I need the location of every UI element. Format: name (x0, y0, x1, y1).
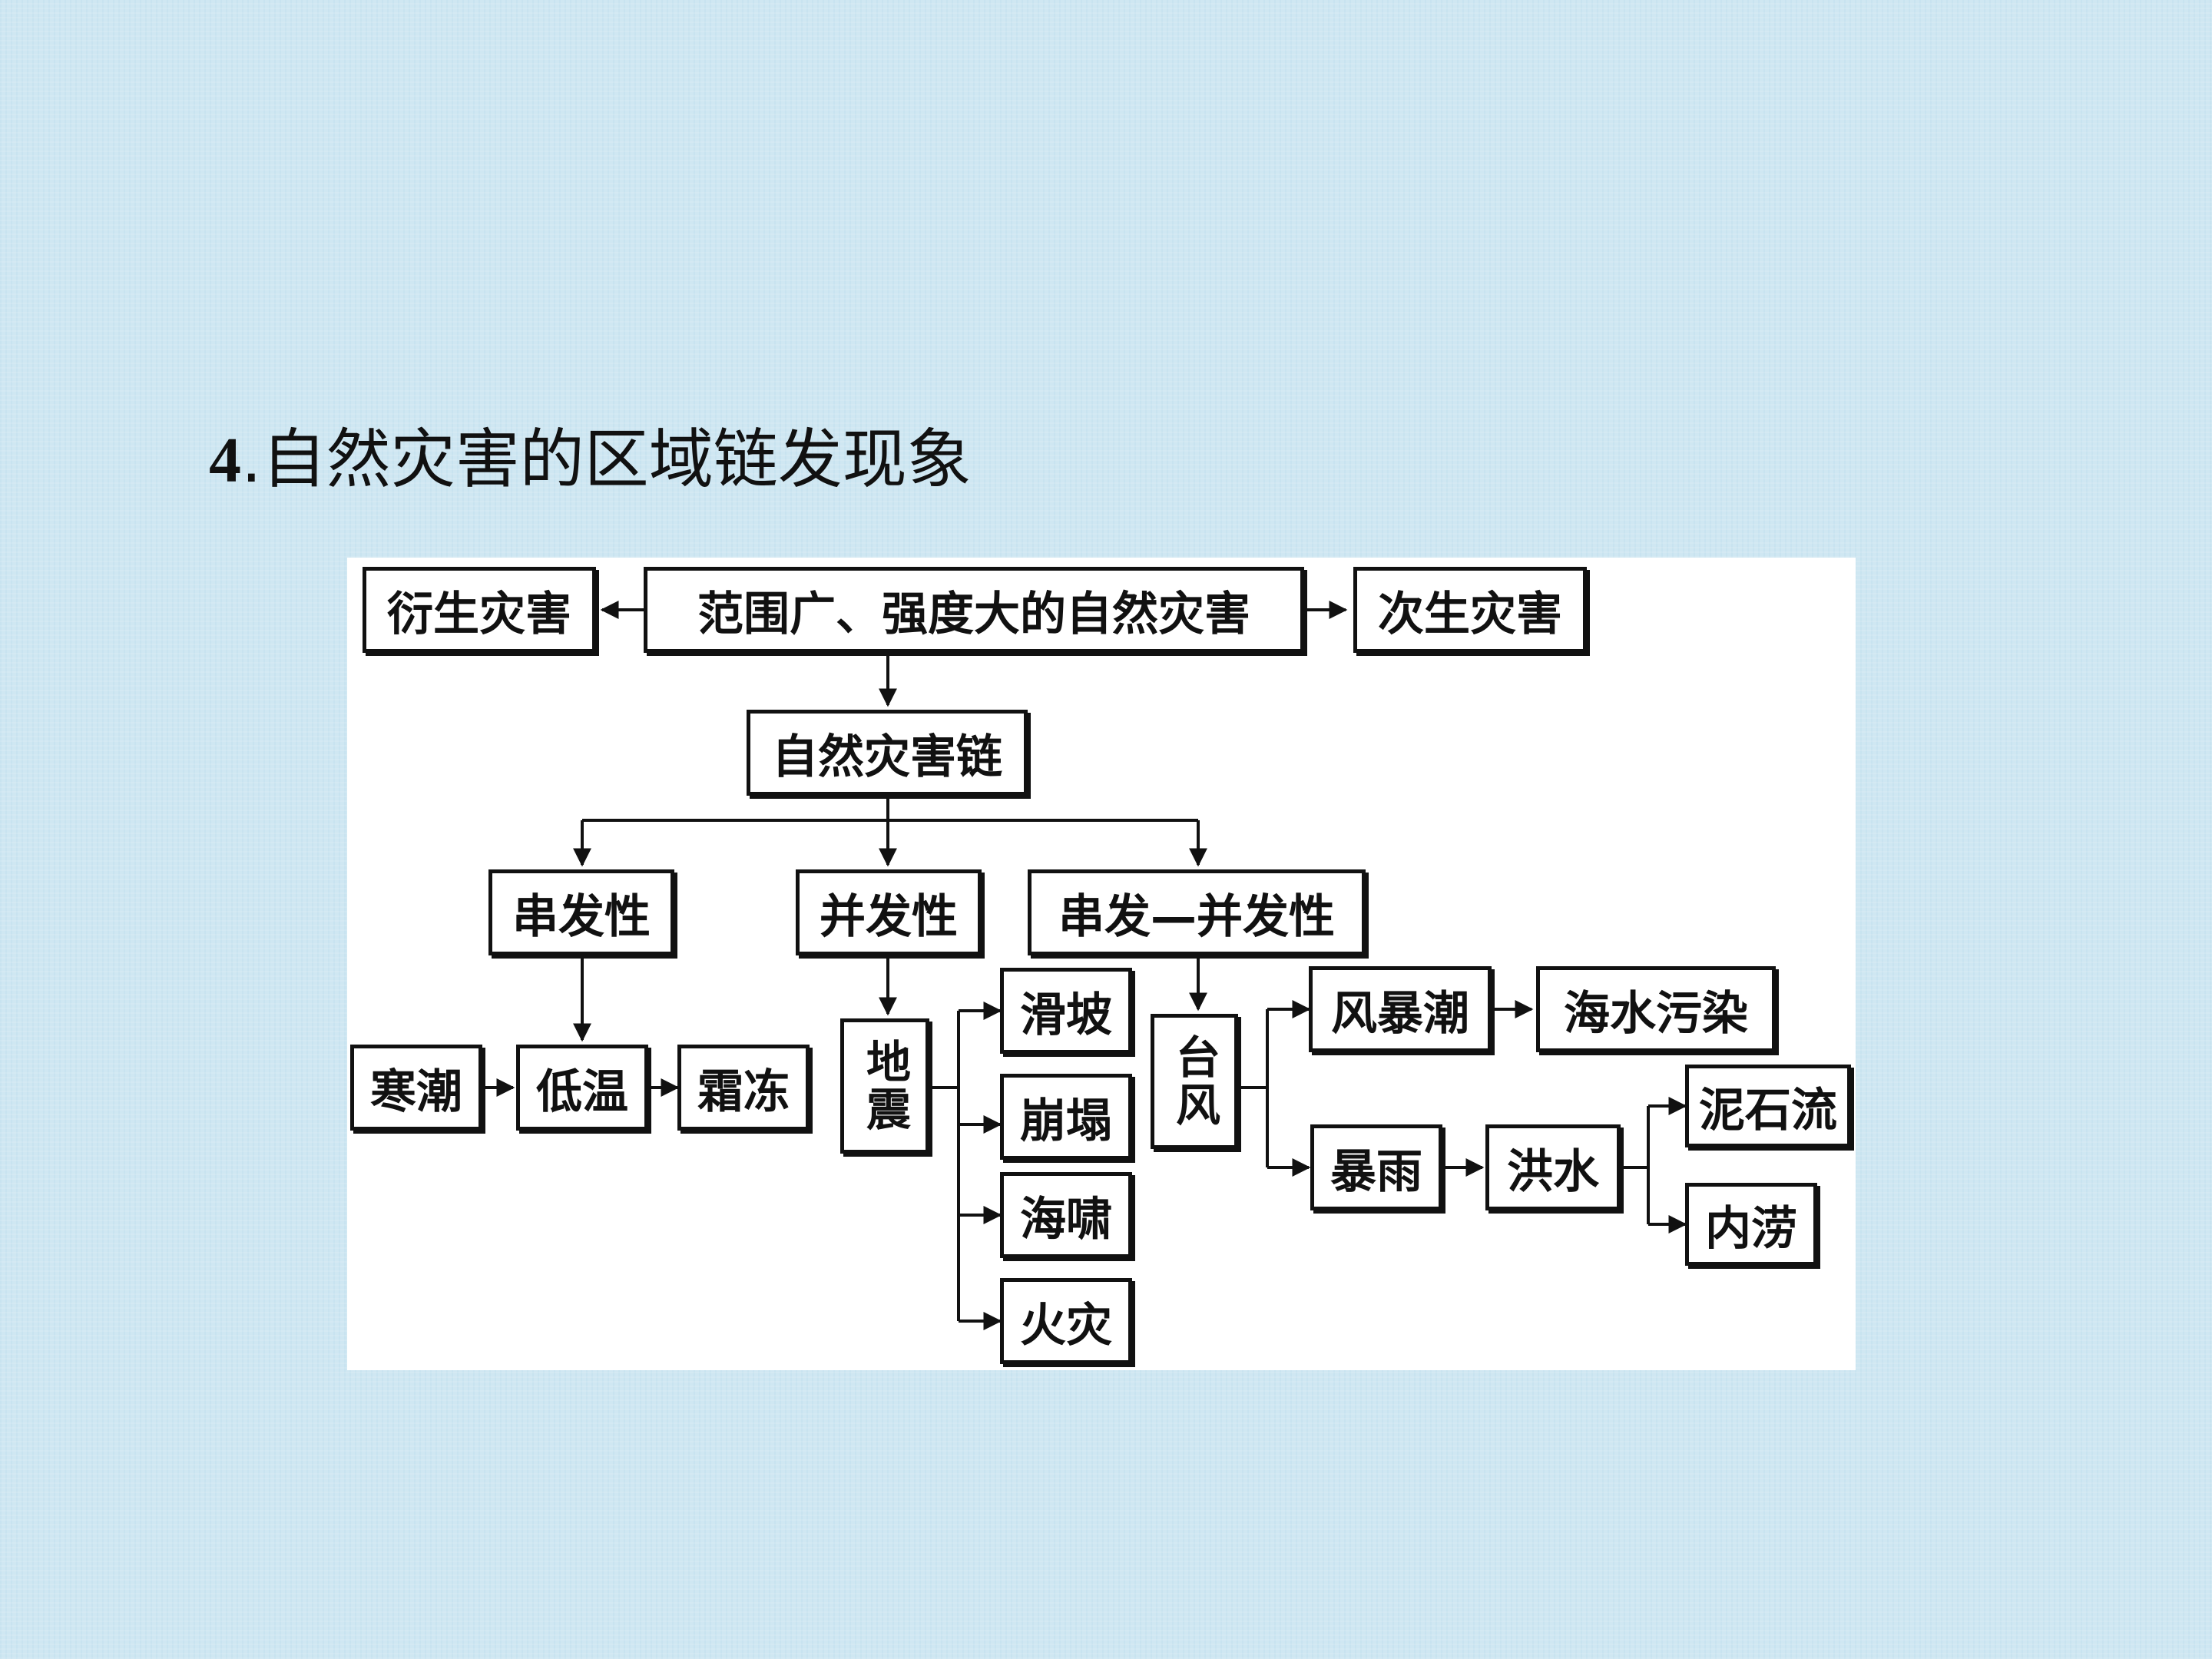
node-secondary-disaster: 次生灾害 (1353, 567, 1587, 653)
node-tsunami: 海啸 (1000, 1172, 1132, 1258)
node-cold-wave: 寒潮 (350, 1045, 482, 1131)
node-waterlogging: 内涝 (1685, 1183, 1817, 1266)
node-seawater-pollution: 海水污染 (1536, 966, 1776, 1052)
node-low-temperature: 低温 (516, 1045, 648, 1131)
node-typhoon: 台风 (1151, 1014, 1238, 1149)
node-derived-disaster: 衍生灾害 (363, 567, 596, 653)
node-rainstorm: 暴雨 (1310, 1124, 1442, 1210)
node-debris-flow: 泥石流 (1685, 1065, 1851, 1147)
page-heading: 4.自然灾害的区域链发现象 (209, 421, 972, 499)
node-frost: 霜冻 (677, 1045, 810, 1131)
node-serial-parallel: 串发—并发性 (1028, 869, 1366, 955)
heading-text: .自然灾害的区域链发现象 (241, 422, 972, 497)
node-landslide: 滑坡 (1000, 968, 1132, 1054)
heading-number: 4 (209, 425, 241, 496)
node-earthquake: 地震 (840, 1018, 929, 1154)
node-flood: 洪水 (1485, 1124, 1621, 1210)
disaster-chain-diagram: 衍生灾害 范围广、强度大的自然灾害 次生灾害 自然灾害链 串发性 并发性 串发—… (347, 558, 1856, 1370)
node-fire: 火灾 (1000, 1278, 1132, 1364)
node-disaster-chain: 自然灾害链 (747, 710, 1028, 796)
node-serial: 串发性 (488, 869, 674, 955)
diagram-connectors (482, 601, 1687, 1330)
node-storm-surge: 风暴潮 (1309, 966, 1492, 1052)
node-large-disaster: 范围广、强度大的自然灾害 (644, 567, 1304, 653)
node-collapse: 崩塌 (1000, 1074, 1132, 1160)
node-parallel: 并发性 (796, 869, 982, 955)
